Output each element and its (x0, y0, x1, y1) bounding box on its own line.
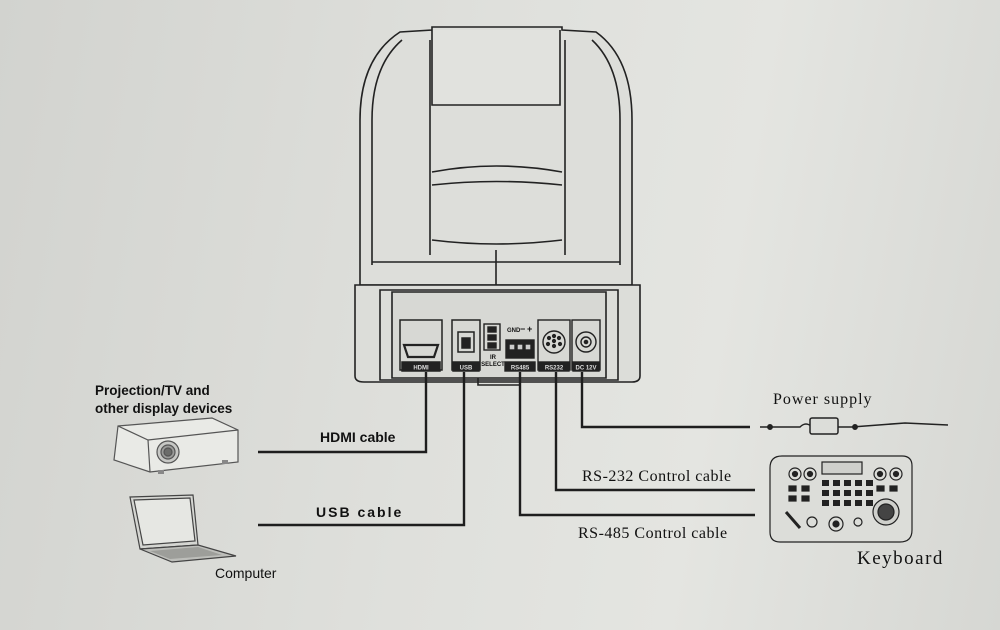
rs485-plus-label: + (527, 324, 532, 334)
projector-label-line2: other display devices (95, 401, 232, 416)
rs485-minus-label: − (520, 324, 525, 334)
hdmi-cable-label: HDMI cable (320, 429, 396, 445)
hdmi-port (399, 319, 443, 372)
usb-port-label: USB (460, 366, 473, 372)
ir-select-label-1: IR (490, 355, 497, 361)
power-cable-line (580, 372, 750, 429)
rs232-port (537, 319, 571, 372)
rs485-gnd-label: GND (507, 328, 521, 334)
rs232-cable-label: RS-232 Control cable (582, 468, 732, 485)
projector-label-line1: Projection/TV and (95, 383, 210, 398)
hdmi-port-label: HDMI (413, 366, 429, 372)
usb-cable-label: USB cable (316, 504, 403, 520)
projector-icon (113, 417, 239, 474)
usb-port (451, 319, 481, 372)
keyboard-controller (769, 455, 913, 543)
power-supply-adapter (760, 417, 949, 435)
rs232-port-label: RS232 (545, 366, 564, 372)
cables (258, 372, 755, 527)
computer-label: Computer (215, 565, 277, 581)
rs485-cable-line (518, 372, 755, 517)
rs485-terminal (504, 339, 536, 372)
dc-port-label: DC 12V (575, 366, 596, 372)
power-supply-label: Power supply (773, 391, 873, 408)
rs485-cable-label: RS-485 Control cable (578, 525, 728, 542)
dc-port (571, 319, 601, 372)
ptz-camera (354, 26, 641, 386)
ir-select-switch (483, 323, 501, 351)
usb-cable-line (258, 372, 466, 527)
keyboard-label: Keyboard (857, 548, 944, 569)
ir-select-label-2: SELECT (481, 362, 505, 368)
rs232-cable-line (554, 372, 755, 492)
hdmi-cable-line (258, 372, 428, 454)
laptop-icon (129, 494, 237, 563)
rs485-port-label: RS485 (511, 366, 530, 372)
